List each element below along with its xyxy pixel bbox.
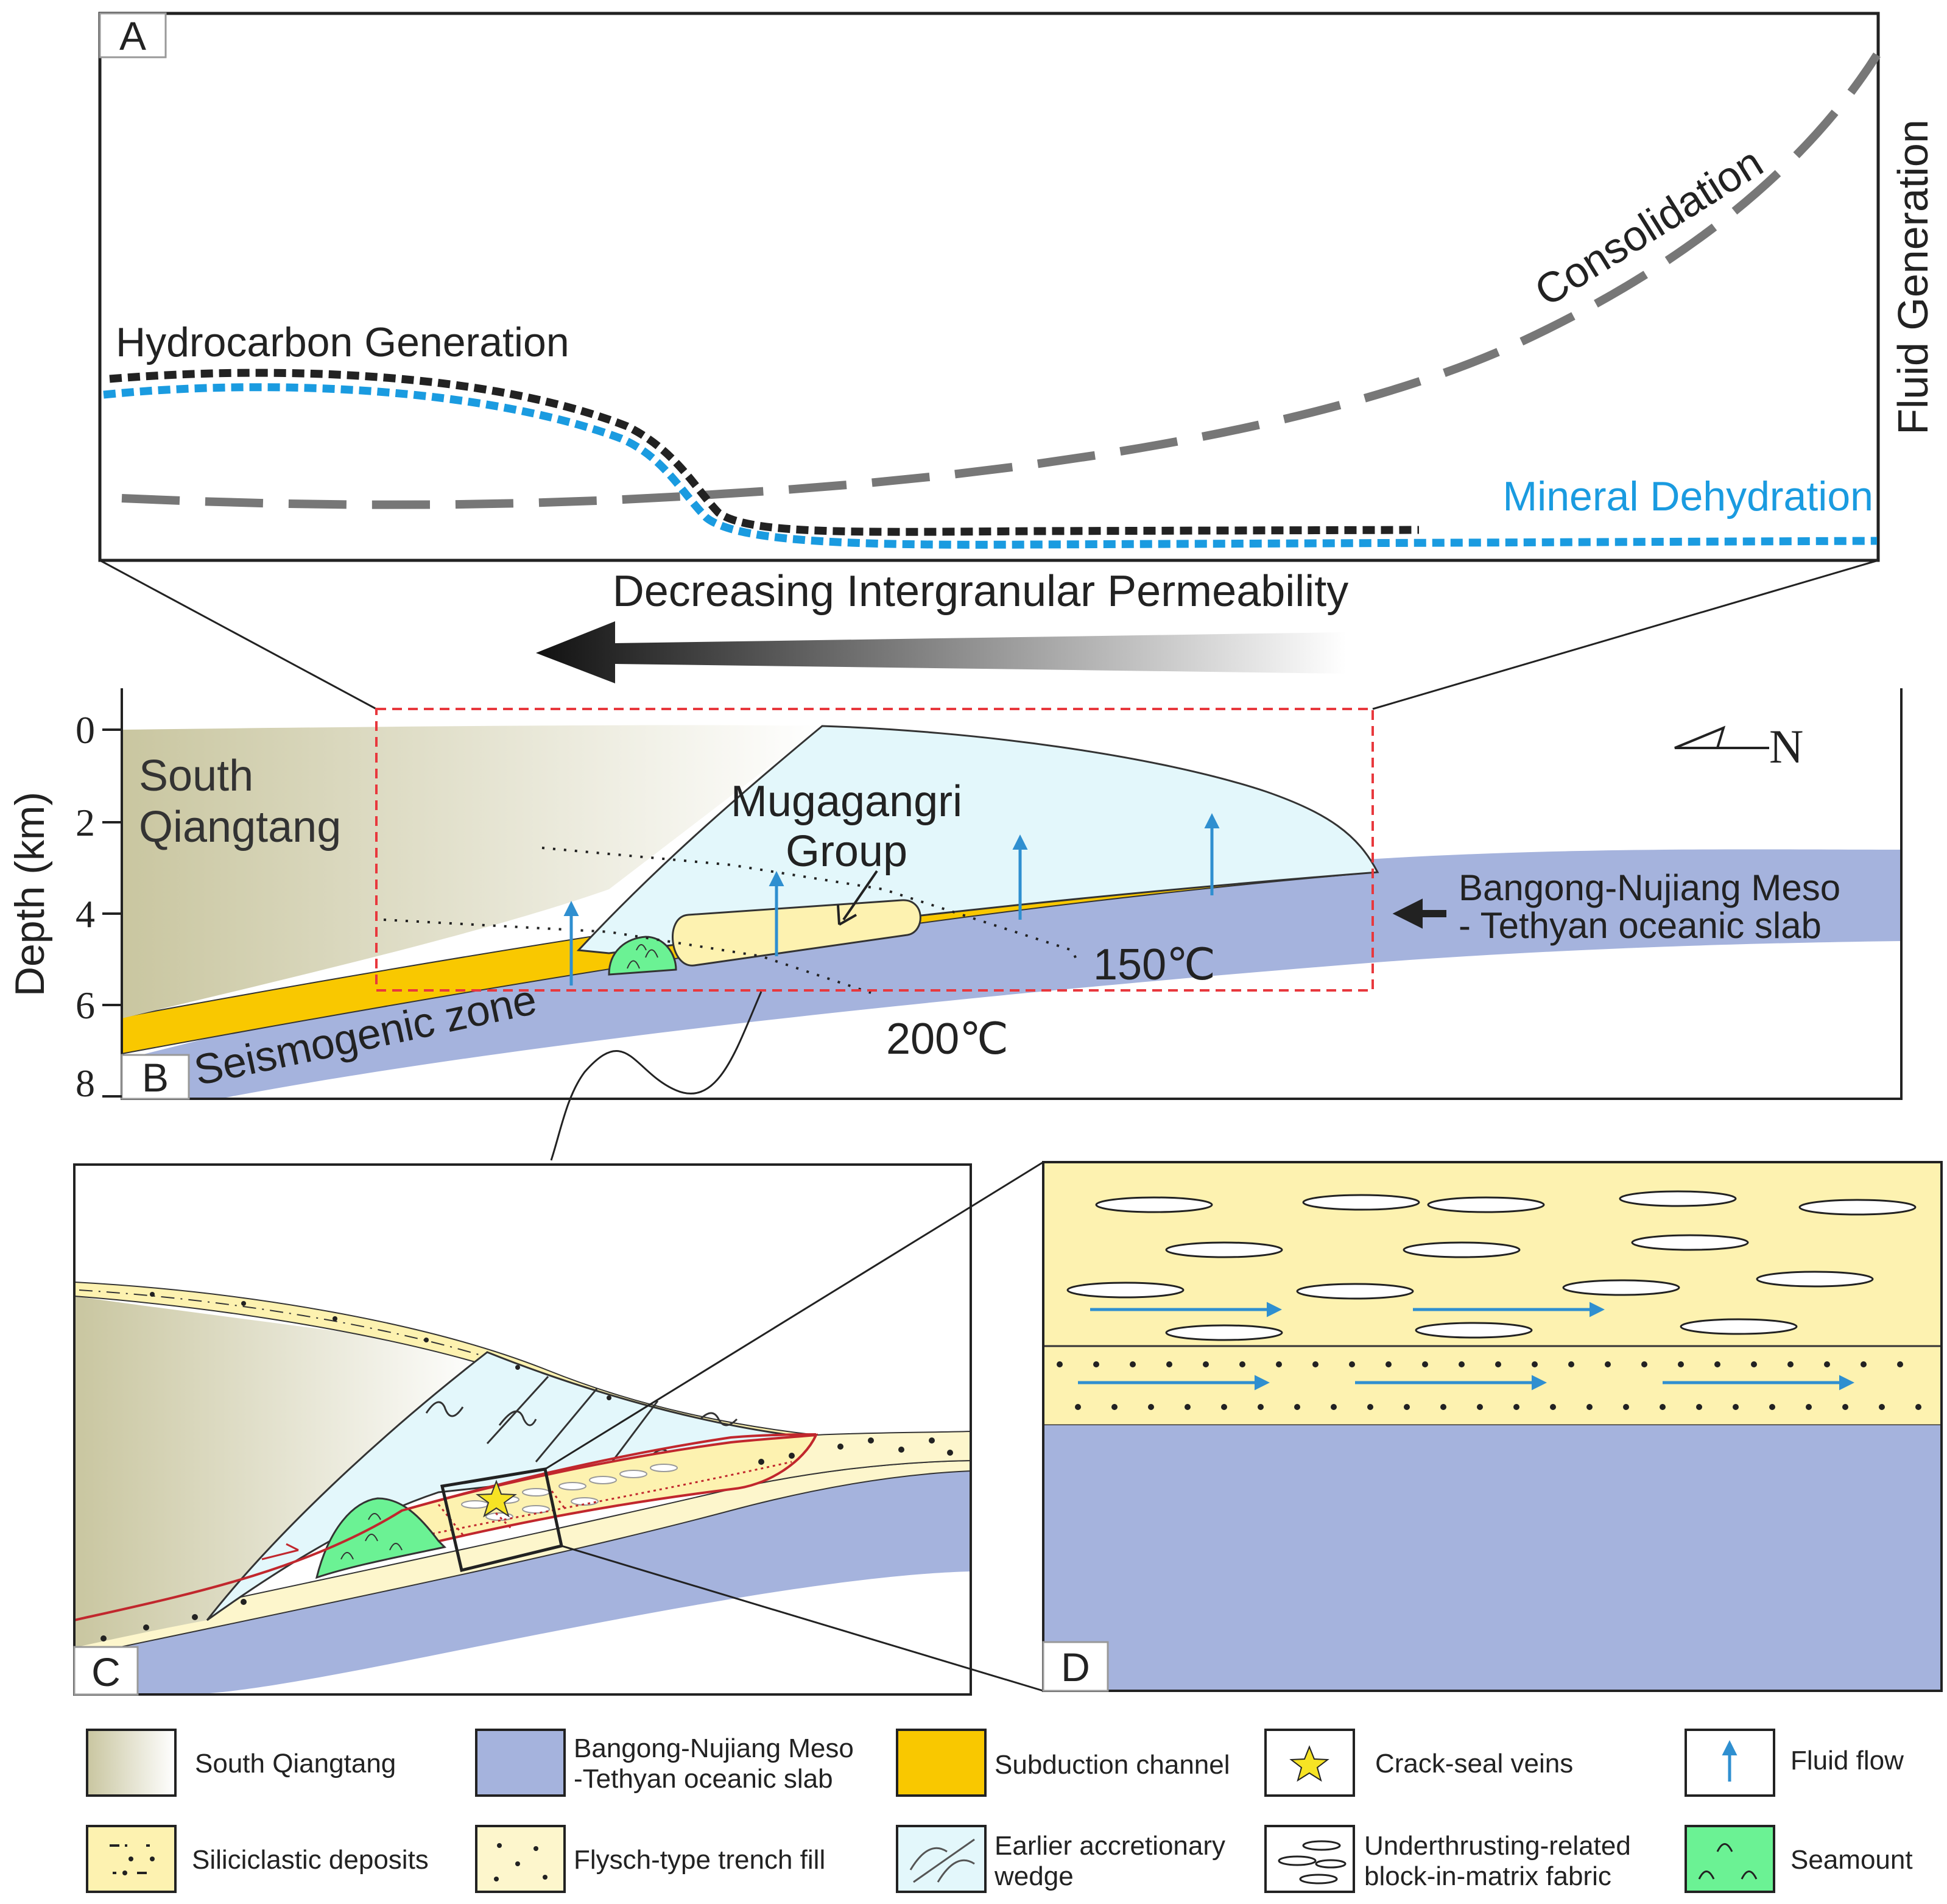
panel-c-frame — [73, 1163, 972, 1696]
oceanic-slab-c — [74, 1471, 971, 1694]
hydrocarbon-curve — [109, 368, 1420, 536]
south-qiangtang-c — [74, 1296, 487, 1648]
depth-tick-6: 6 — [76, 984, 95, 1027]
connector-b-to-c — [550, 991, 762, 1161]
zoom-box-a — [375, 708, 1374, 992]
d-fluid-arrows — [1078, 1302, 1854, 1391]
panel-c: C — [73, 1163, 972, 1696]
d-blocks — [1066, 1190, 1917, 1341]
fluid-generation-axis-label: Fluid Generation — [1889, 119, 1937, 435]
consolidation-curve — [121, 52, 1881, 509]
legend-item-accretionary-wedge: Earlier accretionary wedge — [896, 1825, 1225, 1893]
legend-item-crack-seal-veins: Crack-seal veins — [1264, 1729, 1573, 1797]
legend-label: Underthrusting-related — [1364, 1831, 1631, 1861]
panel-c-label-box — [73, 1646, 139, 1696]
permeability-arrow: Decreasing Intergranular Permeability — [536, 567, 1348, 683]
legend-label: Fluid flow — [1790, 1746, 1904, 1775]
accretionary-wedge-c — [206, 1351, 811, 1621]
d-oceanic-slab — [1043, 1425, 1942, 1691]
panel-b-label: B — [142, 1055, 169, 1100]
mugagangri-body — [672, 899, 921, 967]
legend-label: South Qiangtang — [195, 1749, 396, 1779]
legend-item-flysch: Flysch-type trench fill — [475, 1825, 825, 1893]
legend-label: Earlier accretionary — [995, 1831, 1225, 1861]
legend-label: Bangong-Nujiang Meso — [574, 1733, 854, 1763]
panel-a-label: A — [119, 13, 146, 58]
legend-label-2: block-in-matrix fabric — [1364, 1861, 1611, 1891]
panel-b-frame — [121, 688, 1903, 1100]
depth-tick-8: 8 — [76, 1062, 95, 1105]
legend-item-siliciclastic: Siliciclastic deposits — [86, 1825, 429, 1893]
north-arrow: N — [1674, 720, 1803, 773]
depth-ticks: 0 2 4 6 8 — [76, 708, 122, 1105]
south-qiangtang-label-2: Qiangtang — [139, 803, 341, 852]
north-label: N — [1769, 720, 1803, 773]
crack-seal-star-c — [476, 1479, 517, 1518]
mugagangri-pointer — [842, 870, 878, 921]
slab-motion-arrow — [1392, 898, 1446, 929]
legend: South Qiangtang Bangong-Nujiang Meso -Te… — [86, 1729, 1913, 1893]
depth-tick-0: 0 — [76, 708, 95, 752]
legend-item-fluid-flow: Fluid flow — [1685, 1729, 1904, 1797]
isotherm-200-label: 200℃ — [886, 1015, 1009, 1063]
legend-label: Crack-seal veins — [1375, 1749, 1573, 1779]
panel-d: D — [1042, 1161, 1943, 1692]
slab-label-2: - Tethyan oceanic slab — [1459, 905, 1822, 946]
zoom-line-right — [1372, 559, 1879, 710]
legend-item-south-qiangtang: South Qiangtang — [86, 1729, 396, 1797]
panel-d-frame — [1042, 1161, 1943, 1692]
mineral-dehydration-label: Mineral Dehydration — [1502, 473, 1873, 520]
legend-item-oceanic-slab: Bangong-Nujiang Meso -Tethyan oceanic sl… — [475, 1729, 854, 1797]
oceanic-slab-b — [122, 849, 1901, 1099]
isotherm-150-label: 150℃ — [1093, 940, 1216, 989]
panel-a: A Hydrocarbon Generation Mineral Dehydra… — [98, 12, 1937, 562]
panel-d-label-box — [1042, 1641, 1109, 1692]
zoom-line-left — [99, 559, 377, 710]
panel-a-label-box — [99, 12, 167, 58]
seamount-c — [315, 1497, 447, 1579]
legend-label: Flysch-type trench fill — [574, 1845, 825, 1875]
hydrocarbon-label: Hydrocarbon Generation — [116, 319, 569, 365]
south-qiangtang-b — [122, 725, 822, 1018]
panel-b: B Depth (km) 0 2 4 6 8 N South Qiangtang… — [7, 688, 1903, 1105]
mugagangri-label-1: Mugagangri — [731, 777, 962, 826]
zoom-line-c-d-top — [544, 1161, 1044, 1470]
south-qiangtang-label-1: South — [139, 752, 253, 800]
seamount-b — [608, 936, 677, 976]
legend-item-subduction-channel: Subduction channel — [896, 1729, 1230, 1797]
mugagangri-label-2: Group — [786, 827, 907, 876]
depth-axis-label: Depth (km) — [7, 792, 53, 996]
mineral-dehydration-curve — [103, 383, 1878, 549]
depth-tick-4: 4 — [76, 892, 95, 936]
fault-line-c — [74, 1433, 817, 1621]
permeability-label: Decreasing Intergranular Permeability — [613, 567, 1349, 616]
depth-tick-2: 2 — [76, 801, 95, 844]
panel-d-label: D — [1061, 1645, 1090, 1690]
zoom-line-c-d-bottom — [561, 1545, 1044, 1692]
legend-item-block-in-matrix: Underthrusting-related block-in-matrix f… — [1264, 1825, 1631, 1893]
d-flysch-dots — [1057, 1361, 1921, 1410]
legend-label-2: wedge — [994, 1861, 1074, 1891]
accretionary-wedge-b — [576, 725, 1379, 954]
d-flysch-layer — [1043, 1346, 1942, 1425]
slab-label-1: Bangong-Nujiang Meso — [1459, 867, 1840, 908]
legend-item-seamount: Seamount — [1685, 1825, 1913, 1893]
legend-label: Siliciclastic deposits — [192, 1845, 429, 1875]
legend-label: Seamount — [1790, 1845, 1913, 1875]
legend-label: Subduction channel — [995, 1750, 1230, 1780]
panel-b-label-box — [121, 1054, 190, 1100]
legend-label-2: -Tethyan oceanic slab — [574, 1764, 833, 1794]
panel-c-label: C — [91, 1649, 121, 1694]
